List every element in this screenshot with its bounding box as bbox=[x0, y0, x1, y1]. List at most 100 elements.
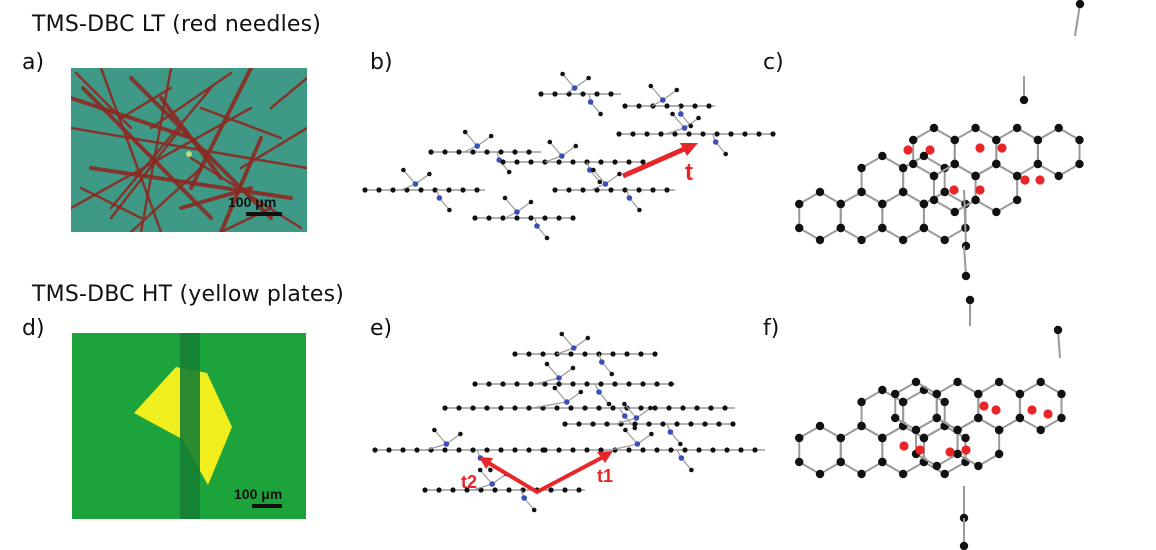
atom bbox=[911, 425, 921, 435]
atom bbox=[857, 397, 866, 407]
atom bbox=[672, 131, 678, 137]
yellow-plate-micrograph bbox=[72, 333, 306, 519]
atom bbox=[728, 131, 734, 137]
atom bbox=[815, 469, 825, 479]
stalk bbox=[963, 189, 967, 247]
atom bbox=[576, 487, 582, 493]
needle bbox=[239, 126, 307, 170]
silicon-atom bbox=[489, 481, 495, 487]
arrow-t1-head bbox=[597, 451, 613, 463]
silicon-atom bbox=[634, 441, 641, 447]
atom bbox=[1057, 389, 1066, 399]
atom bbox=[1075, 135, 1084, 145]
upper-ring bbox=[1018, 380, 1063, 432]
arrow-t2-head bbox=[479, 457, 493, 469]
atom bbox=[857, 469, 866, 479]
atom bbox=[528, 159, 534, 165]
atom bbox=[815, 235, 825, 245]
atom bbox=[526, 149, 532, 155]
panel-label-b: b) bbox=[370, 50, 393, 75]
atom bbox=[857, 235, 866, 245]
scale-bar-d-label: 100 μm bbox=[234, 486, 282, 502]
atom bbox=[706, 103, 712, 109]
atom bbox=[940, 235, 949, 245]
atom bbox=[857, 421, 866, 431]
atom bbox=[540, 351, 546, 357]
atom bbox=[566, 187, 572, 193]
atom bbox=[682, 447, 688, 453]
atom bbox=[1012, 171, 1022, 181]
stalk bbox=[963, 245, 967, 277]
panel-label-f: f) bbox=[763, 316, 780, 341]
atom bbox=[644, 131, 650, 137]
atom bbox=[929, 123, 939, 133]
lower-ring bbox=[839, 424, 884, 476]
atom bbox=[626, 381, 632, 387]
molecule bbox=[472, 195, 576, 241]
atom bbox=[953, 449, 962, 459]
atom bbox=[919, 223, 929, 233]
upper-ring bbox=[1036, 126, 1081, 178]
atom bbox=[1033, 135, 1043, 145]
atom bbox=[418, 187, 424, 193]
atom bbox=[815, 421, 825, 431]
atom bbox=[568, 405, 574, 411]
atom bbox=[700, 131, 706, 137]
silicon-atom bbox=[514, 209, 520, 215]
atom bbox=[971, 123, 980, 133]
overlap-atom bbox=[975, 143, 985, 153]
stalk-atom bbox=[961, 241, 971, 251]
atom bbox=[594, 187, 600, 193]
atom bbox=[486, 215, 492, 221]
molecule bbox=[622, 83, 715, 129]
atom bbox=[598, 447, 604, 453]
stalk-atom bbox=[1053, 325, 1063, 335]
overlap-atom bbox=[949, 185, 959, 195]
atom bbox=[386, 447, 392, 453]
atom bbox=[1036, 377, 1045, 387]
silicon-atom bbox=[556, 375, 562, 381]
atom bbox=[909, 159, 918, 169]
atom bbox=[596, 405, 602, 411]
atom bbox=[1015, 389, 1025, 399]
overlap-atom bbox=[1027, 405, 1037, 415]
arrow-t-label: t bbox=[685, 159, 693, 186]
atom bbox=[632, 421, 638, 427]
atom bbox=[730, 421, 736, 427]
atom bbox=[556, 447, 562, 453]
stalk-atom bbox=[1075, 0, 1085, 9]
ht-packing-diagram bbox=[372, 331, 765, 513]
atom bbox=[624, 351, 630, 357]
lower-ring bbox=[839, 190, 884, 242]
scale-bar-d-line bbox=[252, 504, 282, 508]
atom bbox=[514, 381, 520, 387]
atom bbox=[432, 187, 438, 193]
atom bbox=[442, 447, 448, 453]
overlap-atom bbox=[975, 185, 985, 195]
atom bbox=[576, 421, 582, 427]
atom bbox=[742, 131, 748, 137]
atom bbox=[500, 215, 506, 221]
atom bbox=[929, 171, 939, 181]
overlap-atom bbox=[945, 447, 955, 457]
atom bbox=[940, 187, 949, 197]
atom bbox=[950, 135, 959, 145]
needle bbox=[89, 166, 293, 200]
atom bbox=[528, 381, 534, 387]
atom bbox=[686, 131, 692, 137]
stalk-atom bbox=[1019, 95, 1029, 105]
atom bbox=[940, 397, 949, 407]
atom bbox=[738, 447, 744, 453]
atom bbox=[556, 381, 562, 387]
atom bbox=[710, 447, 716, 453]
atom bbox=[688, 421, 694, 427]
atom bbox=[898, 163, 908, 173]
atom bbox=[584, 447, 590, 453]
atom bbox=[640, 159, 646, 165]
atom bbox=[556, 159, 562, 165]
atom bbox=[570, 159, 576, 165]
atom bbox=[654, 381, 660, 387]
atom bbox=[668, 381, 674, 387]
atom bbox=[582, 351, 588, 357]
overlap-atom bbox=[997, 143, 1007, 153]
